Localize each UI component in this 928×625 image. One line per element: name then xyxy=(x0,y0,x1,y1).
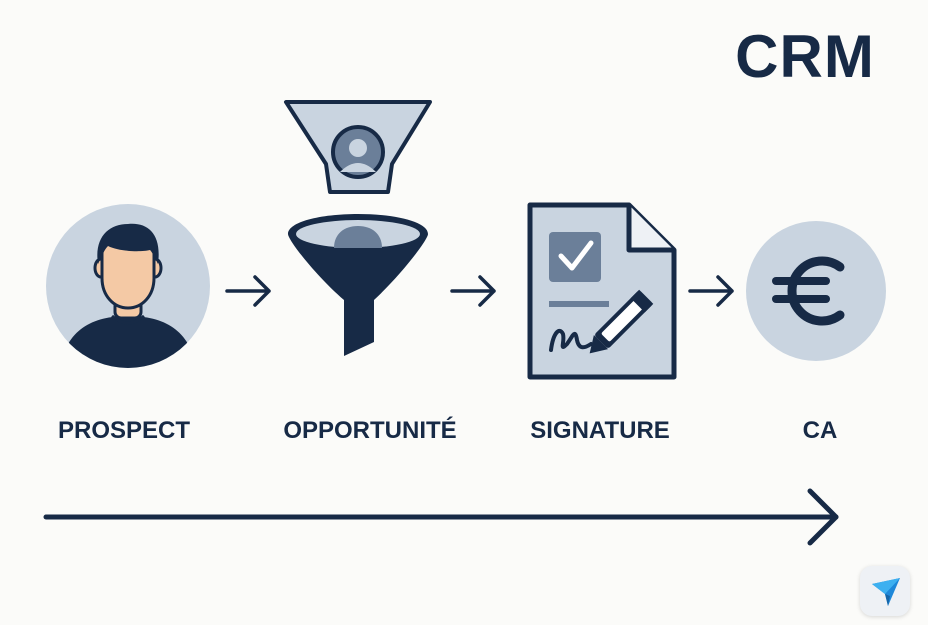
person-icon xyxy=(46,204,210,368)
arrow-right-icon xyxy=(450,275,496,307)
stage-label-signature: SIGNATURE xyxy=(530,417,670,444)
crm-title: CRM xyxy=(735,23,875,90)
app-logo xyxy=(860,566,910,616)
stage-label-opportunite: OPPORTUNITÉ xyxy=(283,417,457,444)
arrow-right-icon xyxy=(688,275,734,307)
funnel-icon xyxy=(284,100,432,356)
paper-plane-icon xyxy=(872,578,900,606)
progress-arrow xyxy=(43,488,839,546)
signed-document-icon xyxy=(527,202,677,380)
euro-icon xyxy=(746,221,886,361)
stage-label-ca: CA xyxy=(802,417,838,444)
arrow-right-icon xyxy=(225,275,271,307)
stage-label-prospect: PROSPECT xyxy=(57,417,191,444)
